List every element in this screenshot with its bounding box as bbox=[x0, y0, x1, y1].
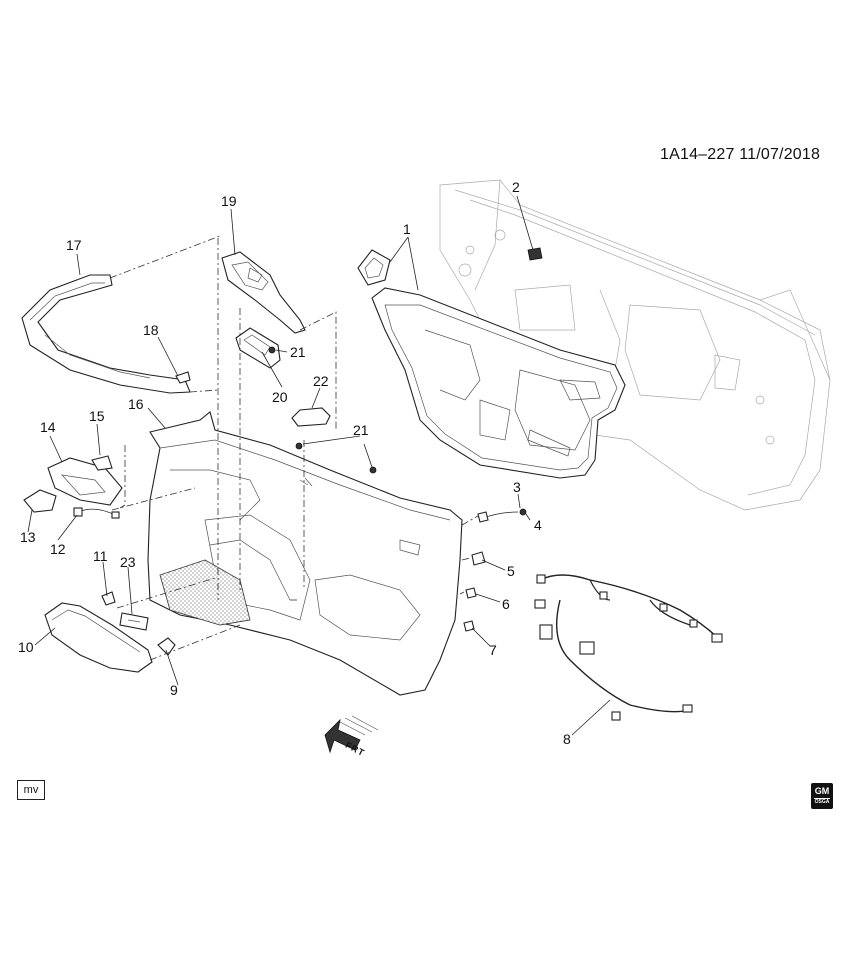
callout-6: 6 bbox=[502, 596, 510, 612]
callout-20: 20 bbox=[272, 389, 288, 405]
callout-10: 10 bbox=[18, 639, 34, 655]
callout-leaders bbox=[27, 195, 611, 736]
callout-1: 1 bbox=[403, 221, 411, 237]
callout-23: 23 bbox=[120, 554, 136, 570]
screws-21 bbox=[268, 346, 377, 474]
callout-9: 9 bbox=[170, 682, 178, 698]
mv-label: mv bbox=[17, 780, 45, 800]
harness-12 bbox=[73, 507, 120, 519]
callout-12: 12 bbox=[50, 541, 66, 557]
clip-part-18 bbox=[175, 371, 191, 384]
hardware-3-7 bbox=[463, 508, 527, 632]
callout-4: 4 bbox=[534, 517, 542, 533]
upper-trim-17 bbox=[21, 274, 191, 394]
wiring-harness-8 bbox=[534, 574, 723, 721]
badge-23 bbox=[119, 612, 149, 631]
callout-5: 5 bbox=[507, 563, 515, 579]
callout-18: 18 bbox=[143, 322, 159, 338]
cover-13 bbox=[23, 489, 57, 513]
armrest-10 bbox=[44, 602, 153, 673]
callout-11: 11 bbox=[93, 548, 108, 564]
alignment-lines bbox=[109, 235, 479, 661]
water-deflector bbox=[357, 249, 626, 479]
switch-trim-14 bbox=[47, 455, 123, 506]
clip-11 bbox=[101, 591, 116, 606]
callout-8: 8 bbox=[563, 731, 571, 747]
gm-logo-subtext: OSGA bbox=[814, 798, 830, 805]
switch-15 bbox=[91, 455, 113, 471]
callout-15: 15 bbox=[89, 408, 105, 424]
callout-7: 7 bbox=[489, 642, 497, 658]
clip-9 bbox=[157, 637, 176, 656]
callout-3: 3 bbox=[513, 479, 521, 495]
clip-part-2 bbox=[527, 247, 543, 261]
callout-13: 13 bbox=[20, 529, 36, 545]
callout-19: 19 bbox=[221, 193, 237, 209]
gm-logo-text: GM bbox=[814, 786, 830, 796]
callout-21-upper: 21 bbox=[290, 344, 306, 360]
callout-2: 2 bbox=[512, 179, 520, 195]
callout-14: 14 bbox=[40, 419, 56, 435]
callout-17: 17 bbox=[66, 237, 82, 253]
pull-handle-22 bbox=[291, 407, 331, 427]
front-arrow-icon bbox=[324, 715, 379, 754]
switch-bezel-19 bbox=[221, 251, 306, 334]
door-trim-panel-16 bbox=[147, 411, 463, 696]
callout-16: 16 bbox=[128, 396, 144, 412]
gm-logo-icon: GM OSGA bbox=[811, 783, 833, 809]
diagram-id: 1A14–227 11/07/2018 bbox=[660, 146, 821, 163]
callout-22: 22 bbox=[313, 373, 329, 389]
callout-21-lower: 21 bbox=[353, 422, 369, 438]
